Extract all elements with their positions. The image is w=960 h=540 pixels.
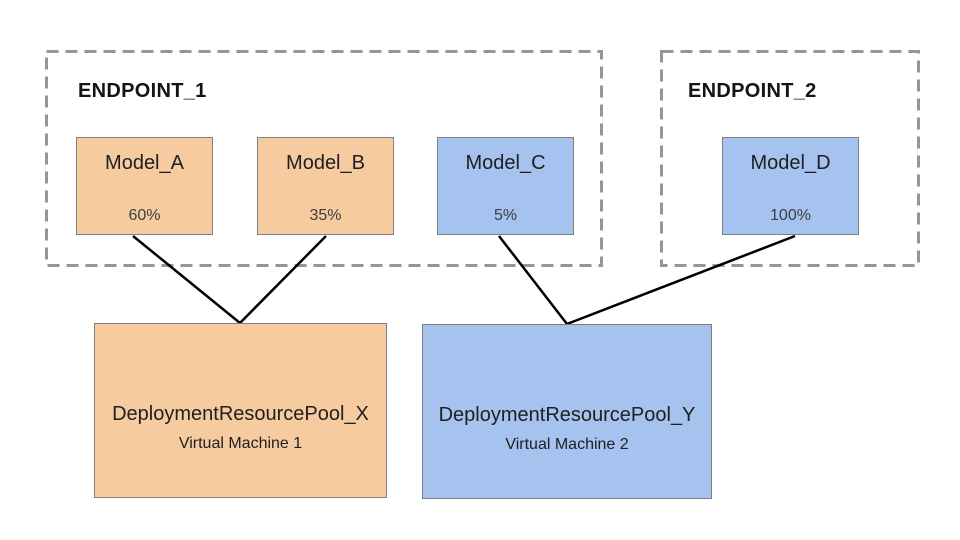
pool-x-machine-label: Virtual Machine 1 <box>178 435 303 452</box>
connector-model-b-to-pool-x <box>239 235 327 324</box>
model-b-node: Model_B 35% <box>257 137 394 235</box>
model-d-node: Model_D 100% <box>722 137 859 235</box>
pool-y-machine-label: Virtual Machine 2 <box>505 436 629 453</box>
connector-model-c-to-pool-y <box>498 235 568 325</box>
model-d-label: Model_D <box>750 152 831 174</box>
endpoint-1-boundary <box>45 50 603 267</box>
pool-y-label: DeploymentResourcePool_Y <box>438 404 696 426</box>
pool-x-node: DeploymentResourcePool_X Virtual Machine… <box>94 323 387 498</box>
endpoint-2-boundary <box>660 50 920 267</box>
model-a-node: Model_A 60% <box>76 137 213 235</box>
model-a-traffic-percent: 60% <box>128 207 161 224</box>
model-d-traffic-percent: 100% <box>770 207 811 224</box>
model-b-traffic-percent: 35% <box>309 207 342 224</box>
endpoint-2-label: ENDPOINT_2 <box>688 80 817 102</box>
endpoint-1-label: ENDPOINT_1 <box>78 80 207 102</box>
pool-y-node: DeploymentResourcePool_Y Virtual Machine… <box>422 324 712 499</box>
model-c-label: Model_C <box>465 152 546 174</box>
connector-model-d-to-pool-y <box>566 234 796 326</box>
model-a-label: Model_A <box>105 152 184 174</box>
pool-x-label: DeploymentResourcePool_X <box>112 403 369 425</box>
model-c-node: Model_C 5% <box>437 137 574 235</box>
connector-model-a-to-pool-x <box>132 235 241 324</box>
model-b-label: Model_B <box>286 152 365 174</box>
model-c-traffic-percent: 5% <box>493 207 518 224</box>
